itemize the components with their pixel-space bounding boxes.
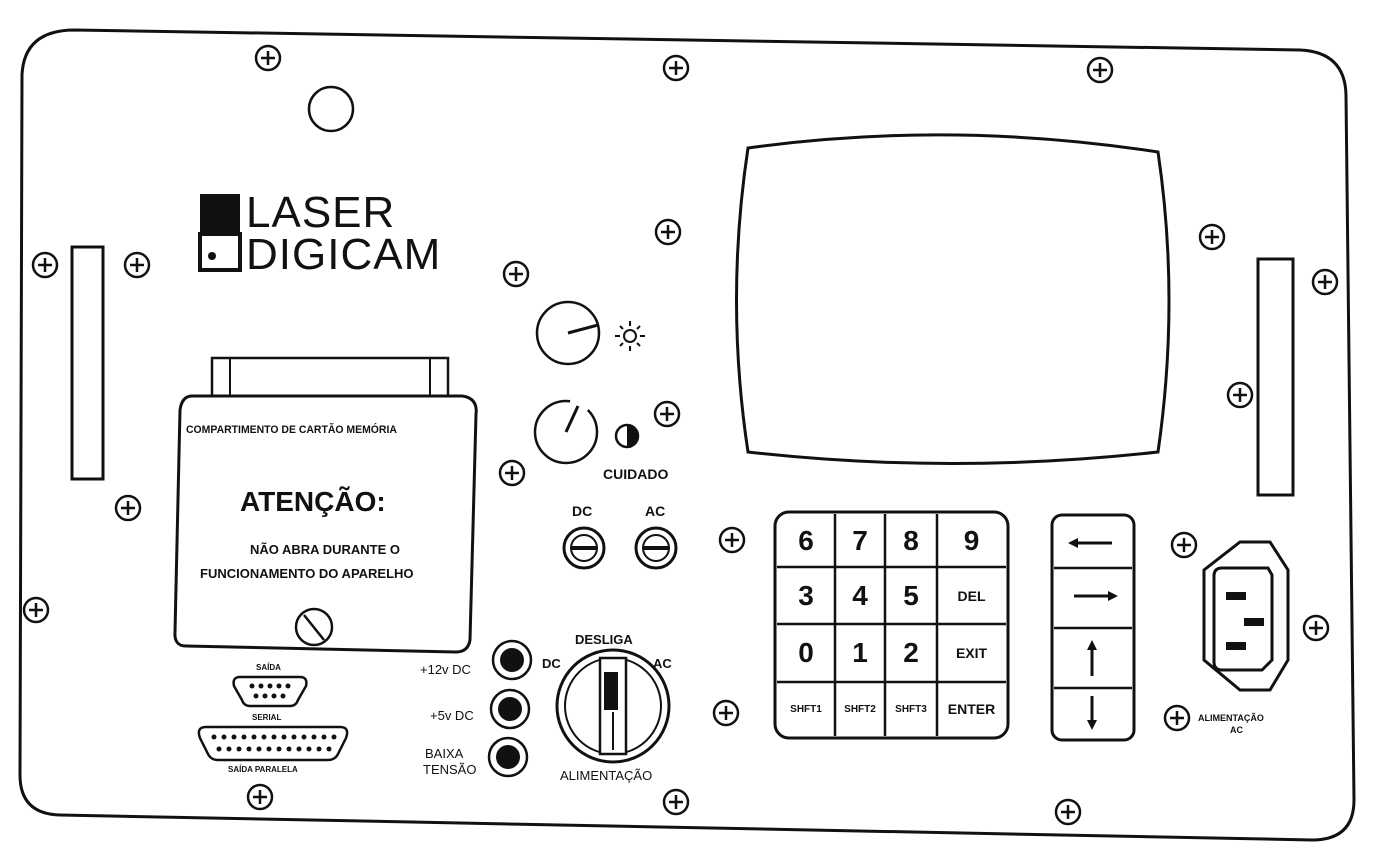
key-shft1[interactable]: SHFT1	[790, 703, 822, 715]
logo-dot	[208, 252, 216, 260]
mounting-screw-icon	[1054, 798, 1082, 826]
mounting-screw-icon	[662, 788, 690, 816]
contrast-knob[interactable]	[533, 399, 599, 465]
ac-inlet-label-line-2: AC	[1230, 725, 1243, 735]
key-4[interactable]: 4	[852, 579, 868, 611]
key-0[interactable]: 0	[798, 637, 814, 668]
mounting-screw-icon	[712, 699, 740, 727]
key-del[interactable]: DEL	[957, 587, 986, 604]
fuse-label-dc: DC	[572, 503, 593, 519]
mounting-screw-icon	[1086, 56, 1114, 84]
key-3[interactable]: 3	[798, 579, 814, 611]
mounting-screw-icon	[246, 783, 274, 811]
serial-label-top: SAÍDA	[256, 663, 281, 672]
logo-block-bottom	[198, 232, 242, 272]
key-6[interactable]: 6	[798, 524, 814, 556]
key-shft2[interactable]: SHFT2	[844, 703, 876, 715]
memory-card-door[interactable]	[173, 394, 478, 654]
mounting-screw-icon	[1311, 268, 1339, 296]
brightness-sun-icon	[615, 321, 645, 351]
arrow-keypad-frame	[1050, 513, 1136, 742]
mounting-screw-icon	[123, 251, 151, 279]
mounting-screw-icon	[1170, 531, 1198, 559]
arrow-right-key[interactable]	[1054, 570, 1132, 628]
mounting-screw-icon	[653, 400, 681, 428]
memory-card-warning: ATENÇÃO:	[240, 486, 386, 517]
mounting-screw-icon	[1163, 704, 1191, 732]
logo-block-top	[200, 194, 240, 232]
arrow-up-key[interactable]	[1054, 630, 1132, 688]
ac-inlet-label-line-1: ALIMENTAÇÃO	[1198, 713, 1264, 723]
key-enter[interactable]: ENTER	[947, 701, 996, 717]
panel-outline	[18, 28, 1356, 842]
jack-plus5v[interactable]	[489, 688, 531, 730]
key-2[interactable]: 2	[903, 637, 919, 668]
mounting-screw-icon	[254, 44, 282, 72]
mounting-screw-icon	[498, 459, 526, 487]
jack-label-low-line-2: TENSÃO	[423, 762, 477, 777]
selector-label-dc: DC	[542, 656, 561, 671]
key-7[interactable]: 7	[852, 524, 868, 556]
brand-line-1: LASER	[246, 188, 396, 237]
jack-low-voltage[interactable]	[487, 736, 529, 778]
caution-label: CUIDADO	[603, 466, 669, 482]
key-9[interactable]: 9	[963, 524, 980, 556]
fuse-holder-ac[interactable]	[634, 526, 678, 570]
key-5[interactable]: 5	[903, 579, 919, 611]
jack-label-plus12v: +12v DC	[420, 662, 471, 677]
parallel-label: SAÍDA PARALELA	[228, 765, 298, 774]
mounting-screw-icon	[502, 260, 530, 288]
power-selector-switch[interactable]	[555, 648, 671, 764]
card-slot-top	[210, 356, 450, 398]
memory-card-note-line-2: FUNCIONAMENTO DO APARELHO	[200, 566, 414, 581]
parallel-port[interactable]	[197, 725, 349, 762]
right-handle[interactable]	[1256, 257, 1295, 497]
key-8[interactable]: 8	[903, 524, 919, 556]
indicator-light	[307, 85, 355, 133]
arrow-down-key[interactable]	[1054, 690, 1132, 738]
serial-port[interactable]	[232, 675, 308, 708]
ac-power-inlet[interactable]	[1202, 540, 1290, 692]
mounting-screw-icon	[1302, 614, 1330, 642]
selector-label-off: DESLIGA	[575, 632, 633, 647]
jack-plus12v[interactable]	[491, 639, 533, 681]
memory-card-title: COMPARTIMENTO DE CARTÃO MEMÓRIA	[186, 424, 397, 436]
jack-label-plus5v: +5v DC	[430, 708, 474, 723]
contrast-half-circle-icon	[614, 423, 640, 449]
fuse-holder-dc[interactable]	[562, 526, 606, 570]
card-door-screw[interactable]	[294, 607, 334, 647]
mounting-screw-icon	[718, 526, 746, 554]
mounting-screw-icon	[31, 251, 59, 279]
fuse-label-ac: AC	[645, 503, 666, 519]
left-handle[interactable]	[70, 245, 105, 481]
selector-label-ac: AC	[653, 656, 672, 671]
arrow-left-key[interactable]	[1054, 517, 1132, 568]
selector-label-power: ALIMENTAÇÃO	[560, 768, 653, 783]
brand-line-2: DIGICAM	[246, 230, 442, 279]
mounting-screw-icon	[1226, 381, 1254, 409]
mounting-screw-icon	[22, 596, 50, 624]
serial-label-bottom: SERIAL	[252, 713, 282, 722]
mounting-screw-icon	[1198, 223, 1226, 251]
memory-card-note-line-1: NÃO ABRA DURANTE O	[250, 542, 400, 557]
mounting-screw-icon	[654, 218, 682, 246]
keypad-frame	[773, 510, 1010, 740]
key-exit[interactable]: EXIT	[955, 645, 988, 661]
mounting-screw-icon	[114, 494, 142, 522]
brightness-knob[interactable]	[535, 300, 601, 366]
mounting-screw-icon	[662, 54, 690, 82]
jack-label-low-line-1: BAIXA	[425, 746, 464, 761]
crt-screen	[735, 133, 1171, 465]
key-shft3[interactable]: SHFT3	[895, 703, 927, 715]
key-1[interactable]: 1	[852, 637, 868, 668]
